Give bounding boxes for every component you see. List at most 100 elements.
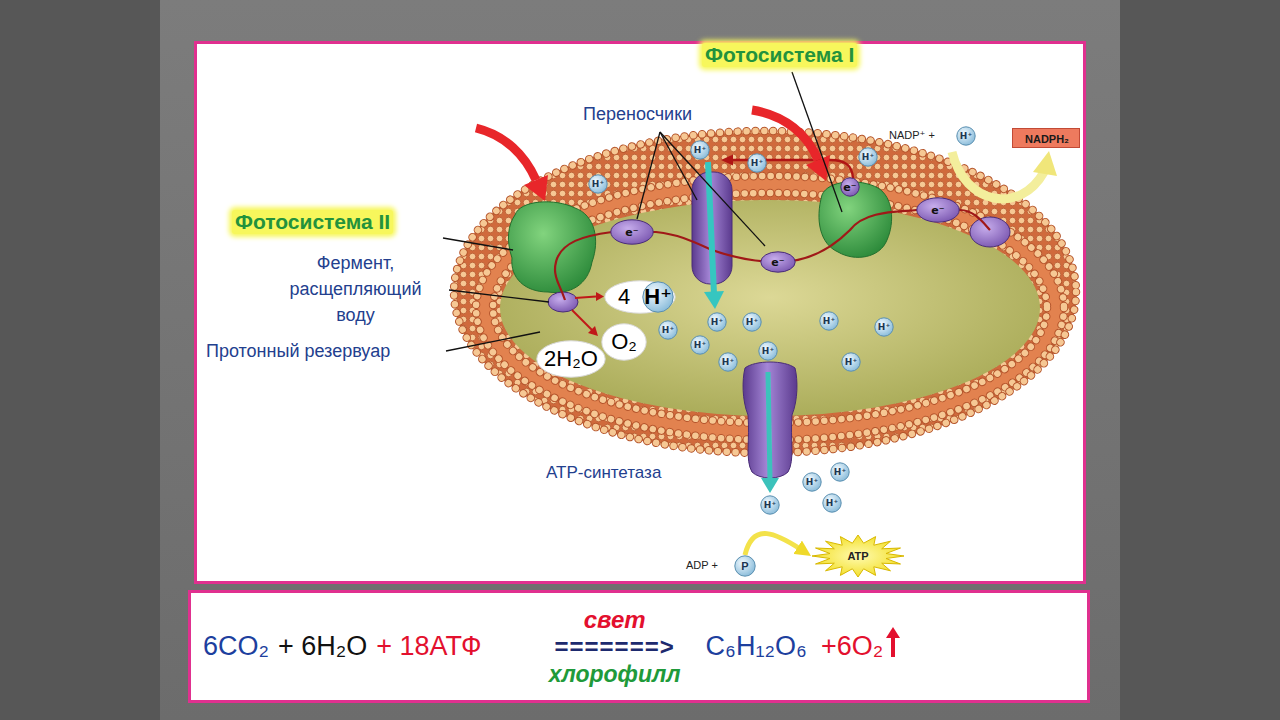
node-content: H⁺	[802, 472, 822, 492]
enzyme-label: Фермент, расщепляющий воду	[268, 250, 443, 328]
atp-burst: ATP	[811, 534, 905, 578]
leader-line	[792, 72, 842, 212]
node-content: e⁻	[760, 251, 796, 273]
proton-sphere	[859, 148, 877, 166]
proton-sphere	[761, 496, 779, 514]
node-content: H⁺	[858, 147, 878, 167]
node-text: e⁻	[625, 226, 638, 239]
node-content: H⁺	[956, 126, 976, 146]
proton-circle: H⁺	[802, 472, 822, 492]
node-content: 6CO₂+ 6H₂O+ 18АТФсвет=======>хлорофиллC₆…	[191, 593, 1087, 700]
light-arrow	[476, 128, 536, 180]
proton-sphere	[875, 318, 893, 336]
node-text: ATP	[847, 550, 868, 562]
nadp-reductase	[970, 217, 1010, 247]
proton-circle: H⁺	[874, 317, 894, 337]
arrowhead	[761, 478, 779, 493]
arrowhead	[704, 291, 724, 309]
node-content: H⁺	[658, 320, 678, 340]
proton-sphere	[957, 127, 975, 145]
proton-flow-arrow	[768, 372, 770, 480]
proton-circle: H⁺	[658, 320, 678, 340]
proton-sphere	[708, 313, 726, 331]
picture-panel	[196, 43, 1085, 583]
node-content: H⁺	[841, 352, 861, 372]
proton-sphere	[735, 556, 755, 576]
node-text: H⁺	[762, 346, 774, 356]
node-content: H⁺	[819, 311, 839, 331]
proton-circle: H⁺	[747, 153, 767, 173]
node-text: 4	[618, 284, 630, 310]
molecule-oval: 4 H⁺	[604, 280, 676, 314]
node-text: H⁺	[751, 158, 763, 168]
arrowhead	[588, 326, 598, 336]
arrowhead	[524, 175, 548, 201]
electron-dot: e⁻	[840, 177, 860, 197]
proton-circle: H⁺	[742, 312, 762, 332]
node-text: H⁺	[764, 500, 776, 510]
proton-flow-arrow	[708, 162, 714, 294]
reagent-label: ADP +	[686, 559, 718, 571]
reaction-arrow	[745, 534, 800, 555]
proton-sphere	[643, 282, 673, 312]
node-text: H⁺	[694, 340, 706, 350]
node-text: H⁺	[878, 322, 890, 332]
electron-carrier: e⁻	[916, 197, 960, 223]
proton-circle: H⁺	[956, 126, 976, 146]
photosystem-2	[508, 202, 595, 293]
synthase-label: АТР-синтетаза	[546, 463, 661, 483]
proton-circle: H⁺	[822, 493, 842, 513]
node-text: H⁺	[694, 145, 706, 155]
proton-circle: H⁺	[830, 462, 850, 482]
node-text: e⁻	[771, 256, 784, 269]
proton-sphere	[842, 353, 860, 371]
node-text: + 6H₂O	[278, 631, 367, 662]
molecule-oval: 2H₂O	[536, 340, 606, 378]
equation-box: 6CO₂+ 6H₂O+ 18АТФсвет=======>хлорофиллC₆…	[188, 590, 1090, 703]
gas-release-arrow	[886, 627, 900, 657]
node-content: H⁺	[742, 312, 762, 332]
node-content: H⁺	[874, 317, 894, 337]
arrowhead	[886, 627, 900, 638]
proton-sphere	[820, 312, 838, 330]
node-text: e⁻	[843, 181, 856, 194]
photosystem-label: Фотосистема II	[232, 210, 393, 234]
proton-circle: H⁺	[718, 352, 738, 372]
oval-shape	[605, 281, 675, 313]
proton-sphere	[719, 353, 737, 371]
node-content: H⁺	[588, 174, 608, 194]
product-box: NADPH₂	[1012, 128, 1080, 148]
leader-line	[637, 132, 660, 219]
node-text: H⁺	[711, 317, 723, 327]
node-content: H⁺	[760, 495, 780, 515]
arrow-shaft	[891, 636, 895, 657]
node-content: H⁺	[747, 153, 767, 173]
node-text: H⁺	[845, 357, 857, 367]
equation-arrow-column: свет=======>хлорофилл	[530, 607, 700, 687]
node-text: P	[741, 560, 748, 572]
carrier-shape	[841, 178, 859, 196]
arrowhead	[721, 155, 733, 166]
node-text: H⁺	[806, 477, 818, 487]
node-text: +6O₂	[821, 631, 883, 662]
node-text: H⁺	[592, 179, 604, 189]
node-text: H⁺	[862, 152, 874, 162]
node-content: 2H₂O	[536, 340, 606, 378]
node-text: H⁺	[662, 325, 674, 335]
node-content: H⁺	[707, 312, 727, 332]
oxygen-release-arrow	[572, 310, 592, 330]
starburst	[812, 535, 904, 577]
nadph-formation-arrow	[952, 152, 1044, 199]
proton-sphere	[743, 313, 761, 331]
node-text: H⁺	[823, 316, 835, 326]
node-text: H⁺	[834, 467, 846, 477]
carriers-label: Переносчики	[583, 104, 692, 125]
photosystem-label: Фотосистема I	[702, 43, 857, 67]
carrier-shape	[761, 252, 795, 272]
electron-carrier: e⁻	[610, 219, 654, 245]
proton-sphere	[691, 336, 709, 354]
proton-sphere	[759, 342, 777, 360]
proton-circle: H⁺	[642, 281, 674, 313]
